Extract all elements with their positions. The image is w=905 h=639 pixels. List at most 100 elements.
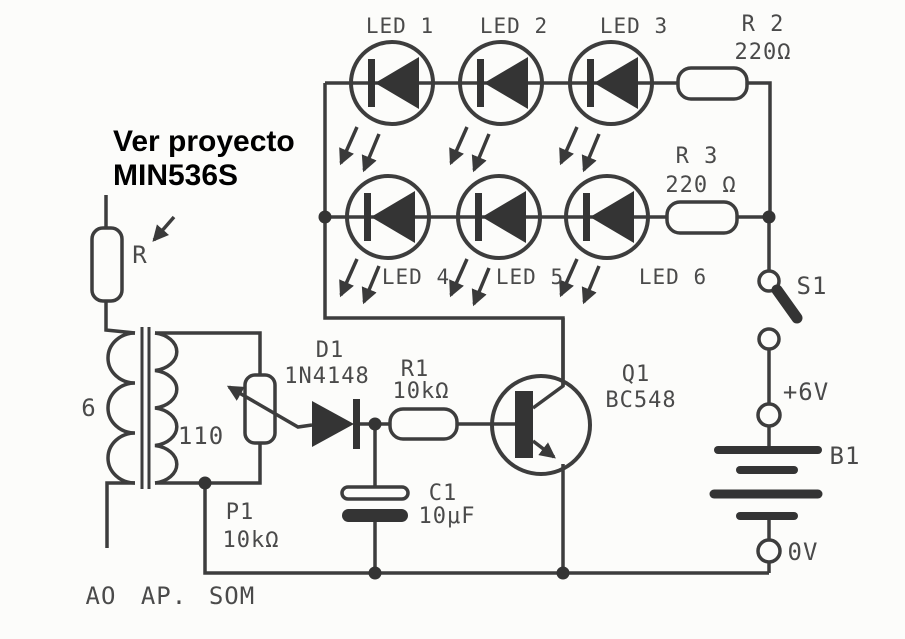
led-4-label: LED 4 <box>382 265 450 289</box>
potentiometer-p1 <box>226 373 313 445</box>
junction-dot <box>318 210 332 224</box>
s1-lever <box>771 284 803 324</box>
led-6-triangle <box>590 191 634 243</box>
c1-plate-positive <box>340 485 410 501</box>
diode-d1 <box>312 399 360 449</box>
p1-value: 10kΩ <box>223 528 280 553</box>
r2-value: 220Ω <box>735 40 792 65</box>
light-arrow-icon <box>339 126 359 166</box>
led-light-arrows <box>339 126 601 307</box>
light-arrow-icon <box>559 126 579 166</box>
led-5-cathode-bar <box>475 193 482 241</box>
led-2-circle <box>458 40 544 126</box>
led-1-cathode-bar <box>368 59 375 107</box>
light-arrow-icon <box>449 258 469 298</box>
p1-body <box>243 373 277 445</box>
light-arrow-icon <box>559 258 579 298</box>
capacitor-c1 <box>340 485 410 522</box>
q1-emitter-arrow-icon <box>531 439 556 459</box>
r3-value: 220 Ω <box>665 173 736 198</box>
led-3-triangle <box>594 57 638 109</box>
junction-dot <box>368 566 382 580</box>
b1-label: B1 <box>830 442 861 470</box>
q1-base-bar <box>515 391 533 458</box>
wire-bottom-rail <box>203 483 769 575</box>
r1-label: R1 <box>401 357 430 382</box>
light-arrow-icon <box>449 126 469 166</box>
led-1-triangle <box>375 57 419 109</box>
led-2-label: LED 2 <box>480 14 548 38</box>
junction-dot <box>762 210 776 224</box>
s1-label: S1 <box>797 272 828 300</box>
r-pointer-arrow-icon <box>152 215 176 242</box>
light-arrow-icon <box>471 133 491 173</box>
c1-value: 10μF <box>419 504 476 529</box>
resistor-r1-body <box>388 407 459 441</box>
led-5 <box>456 174 542 260</box>
c1-label: C1 <box>429 481 458 506</box>
battery-b1 <box>709 402 823 564</box>
q1-collector <box>531 318 565 410</box>
q1-circle <box>490 374 592 476</box>
project-note-line1: Ver proyecto <box>113 125 295 158</box>
wire-r2-right <box>747 81 772 218</box>
led-1 <box>349 40 435 126</box>
c1-plate-negative <box>342 509 408 522</box>
resistor-r3-body <box>665 200 739 235</box>
led-6-cathode-bar <box>583 193 590 241</box>
led-6 <box>564 174 650 260</box>
resistor-r2-body <box>676 66 749 101</box>
led-5-label: LED 5 <box>496 265 564 289</box>
terminal-som-label: SOM <box>209 582 255 610</box>
junction-dot <box>368 417 382 431</box>
plus-6v-label: +6V <box>783 378 829 406</box>
led-4 <box>345 174 431 260</box>
transformer-secondary-label: 110 <box>178 422 224 450</box>
led-1-label: LED 1 <box>366 14 434 38</box>
transformer-secondary-winding <box>154 331 179 485</box>
d1-cathode-bar <box>353 399 360 449</box>
led-5-circle <box>456 174 542 260</box>
r1-value: 10kΩ <box>393 379 450 404</box>
led-1-circle <box>349 40 435 126</box>
light-arrow-icon <box>361 133 381 173</box>
zero-v-label: 0V <box>788 538 819 566</box>
r2-label: R 2 <box>742 12 785 37</box>
transformer <box>106 327 179 489</box>
junction-dot <box>198 476 212 490</box>
led-4-cathode-bar <box>364 193 371 241</box>
transformer-primary-label: 6 <box>81 394 96 422</box>
s1-terminal-bottom <box>757 327 781 351</box>
p1-label: P1 <box>226 500 255 525</box>
led-2-cathode-bar <box>477 59 484 107</box>
junction-dots <box>198 210 776 580</box>
light-arrow-icon <box>471 267 491 307</box>
light-arrow-icon <box>581 265 601 305</box>
light-arrow-icon <box>581 133 601 173</box>
transistor-q1 <box>490 318 592 573</box>
led-2-triangle <box>484 57 528 109</box>
wire-secondary-bottom <box>155 443 262 485</box>
project-note-line2: MIN536S <box>113 159 238 192</box>
r-label: R <box>132 241 147 269</box>
led-3-circle <box>568 40 654 126</box>
led-3-label: LED 3 <box>600 14 668 38</box>
terminal-ao-label: AO <box>86 582 117 610</box>
d1-label: D1 <box>316 338 345 363</box>
light-arrow-icon <box>339 258 359 298</box>
r3-label: R 3 <box>676 144 719 169</box>
battery-negative-terminal <box>756 538 782 564</box>
terminal-ap-label: AP. <box>141 582 187 610</box>
led-3 <box>568 40 654 126</box>
d1-triangle <box>312 401 354 447</box>
transformer-primary-winding <box>106 331 136 485</box>
p1-wiper-arrow-icon <box>226 385 313 429</box>
d1-value: 1N4148 <box>284 364 369 389</box>
wire-led-bus-left <box>323 83 565 386</box>
junction-dot <box>556 566 570 580</box>
battery-positive-terminal <box>756 402 782 428</box>
led-2 <box>458 40 544 126</box>
led-5-triangle <box>482 191 526 243</box>
